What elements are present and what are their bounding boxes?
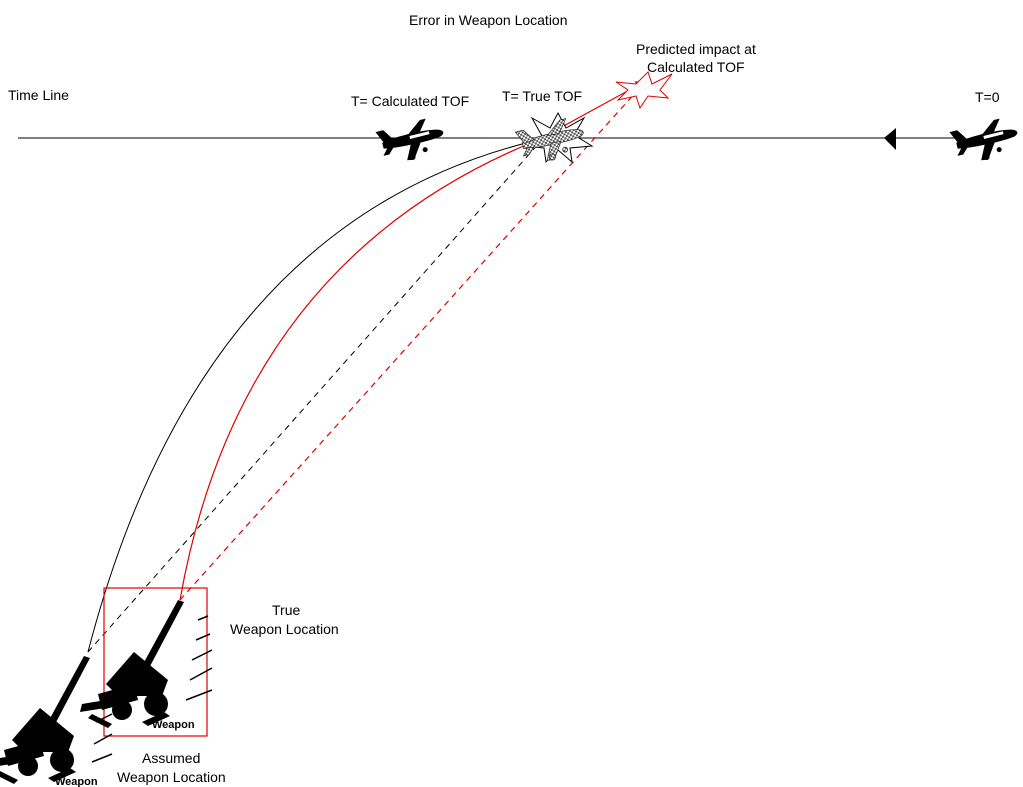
predicted-explosion-icon	[616, 72, 672, 108]
artillery-gun-icon-assumed	[0, 656, 90, 784]
weapon-tag-true: Weapon	[152, 719, 195, 731]
motion-streaks	[186, 616, 212, 700]
arrowhead-icon	[884, 128, 896, 150]
assumed-weapon-label-line1: Assumed	[142, 750, 200, 766]
calculated-tof-label: T= Calculated TOF	[351, 93, 469, 109]
true-weapon-label-line2: Weapon Location	[230, 621, 339, 637]
assumed-trajectory-curve	[180, 140, 538, 600]
aircraft-icon-calculated-tof	[375, 115, 448, 167]
weapon-tag-assumed: Weapon	[55, 776, 98, 787]
true-weapon-label-line1: True	[272, 602, 300, 618]
assumed-direct-dashed-line	[180, 92, 636, 600]
true-direct-dashed-line	[88, 142, 540, 652]
t0-label: T=0	[975, 89, 1000, 105]
timeline-label: Time Line	[8, 87, 69, 103]
assumed-weapon-label-line2: Weapon Location	[117, 769, 226, 785]
aircraft-icon-t0	[949, 115, 1022, 167]
predicted-impact-label-line1: Predicted impact at	[636, 41, 756, 57]
diagram-title: Error in Weapon Location	[409, 12, 568, 28]
artillery-gun-icon-true	[80, 600, 184, 728]
true-tof-label: T= True TOF	[502, 88, 582, 104]
predicted-impact-label-line2: Calculated TOF	[647, 59, 745, 75]
